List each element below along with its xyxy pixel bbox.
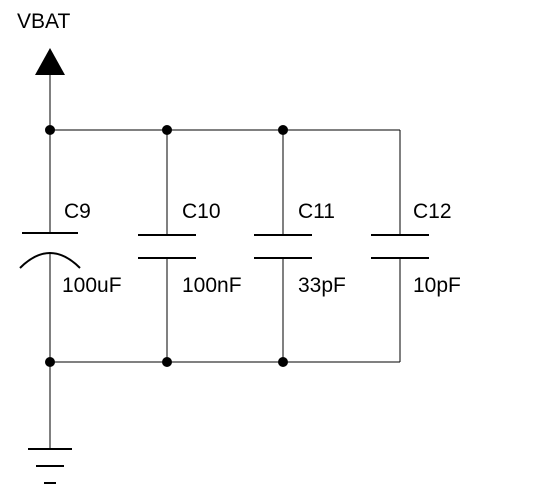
power-arrow-icon	[35, 48, 65, 75]
capacitor-c11: C11 33pF	[254, 130, 346, 362]
junction-dot	[45, 125, 55, 135]
c12-ref: C12	[413, 200, 452, 223]
c10-ref: C10	[182, 200, 221, 223]
c11-value: 33pF	[298, 274, 346, 297]
ground-icon	[28, 448, 72, 484]
junction-dot	[162, 125, 172, 135]
capacitor-c10: C10 100nF	[138, 130, 242, 362]
junction-dot	[278, 357, 288, 367]
junction-dot	[162, 357, 172, 367]
capacitor-c9: C9 100uF	[19, 130, 122, 362]
c11-ref: C11	[298, 200, 335, 223]
c12-value: 10pF	[413, 274, 461, 297]
c9-value: 100uF	[62, 274, 122, 297]
junction-dot	[278, 125, 288, 135]
vbat-label: VBAT	[17, 10, 70, 33]
c9-ref: C9	[64, 200, 91, 223]
capacitor-c12: C12 10pF	[371, 130, 461, 362]
c10-value: 100nF	[182, 274, 242, 297]
